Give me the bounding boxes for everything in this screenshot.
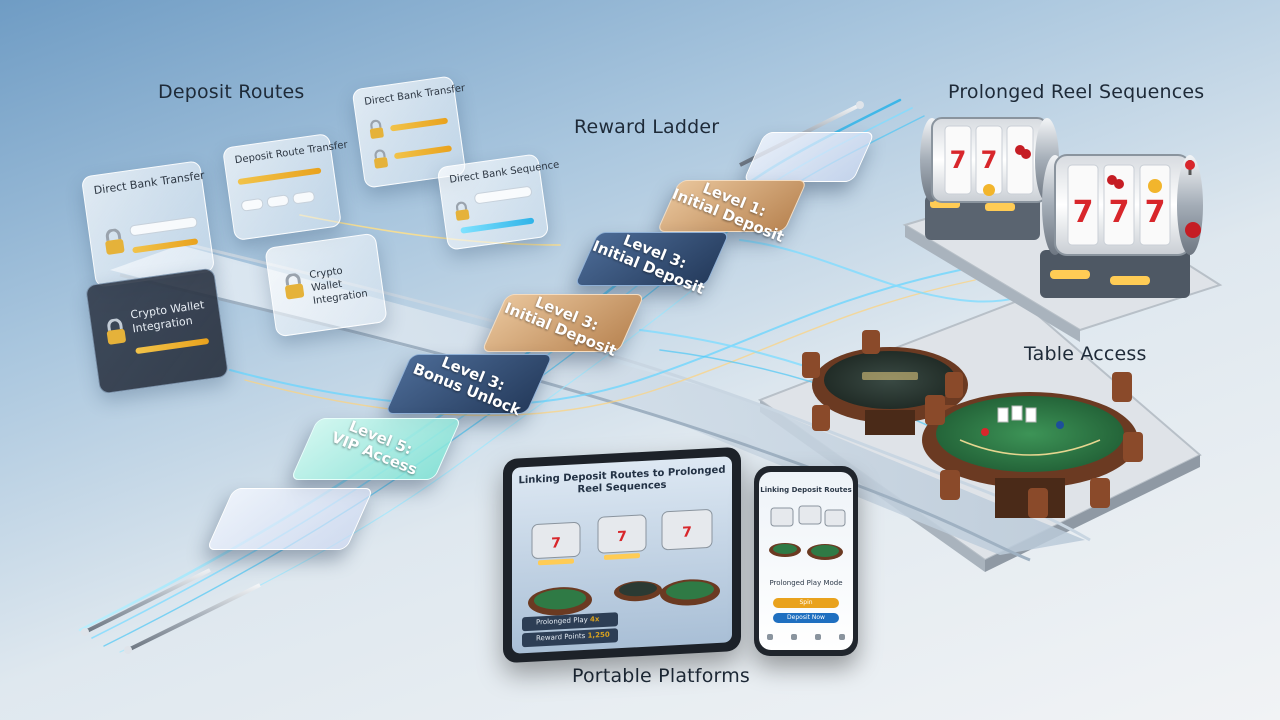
ladder-top-glass-plate — [742, 132, 876, 182]
svg-text:7: 7 — [981, 146, 998, 174]
lock-icon — [105, 228, 125, 255]
deposit-card-title: Deposit Route Transfer — [234, 139, 349, 167]
lock-icon — [285, 273, 305, 300]
phone-screen: Linking Deposit Routes Prolonged Play Mo… — [759, 472, 853, 650]
input-pill — [266, 194, 290, 209]
phone-deposit-button[interactable]: Deposit Now — [773, 613, 839, 623]
deposit-card-bank-transfer-1[interactable]: Direct Bank Transfer — [80, 160, 216, 288]
deposit-card-crypto-wallet-1[interactable]: Crypto Wallet Integration — [264, 232, 388, 338]
input-pill — [473, 185, 533, 205]
svg-text:7: 7 — [551, 535, 561, 551]
reel-symbol-2: 7 — [1109, 195, 1130, 230]
blackjack-table-green — [922, 372, 1143, 518]
input-pill — [292, 190, 316, 205]
deposit-card-bank-transfer-2[interactable]: Direct Bank Transfer — [351, 75, 467, 189]
tablet-scene-illustration: 7 7 7 — [522, 509, 720, 648]
ladder-level-4[interactable]: Level 3:Bonus Unlock — [384, 353, 554, 419]
ladder-level-3[interactable]: Level 3:Initial Deposit — [481, 293, 645, 360]
reel-symbol-3: 7 — [1145, 195, 1166, 230]
phone-device[interactable]: Linking Deposit Routes Prolonged Play Mo… — [754, 466, 858, 656]
phone-scene-illustration — [769, 505, 846, 560]
lock-icon — [455, 201, 470, 221]
reel-symbol-1: 7 — [1073, 195, 1094, 230]
section-label-deposit-routes: Deposit Routes — [158, 81, 305, 103]
home-icon[interactable] — [767, 634, 773, 640]
tablet-row-1-value: 4x — [590, 615, 600, 624]
svg-text:7: 7 — [617, 529, 627, 545]
deposit-card-title: Direct Bank Transfer — [363, 82, 466, 108]
lock-icon — [106, 318, 126, 345]
progress-bar — [237, 167, 322, 186]
section-label-reward-ladder: Reward Ladder — [574, 116, 720, 138]
phone-spin-button[interactable]: Spin — [773, 598, 839, 608]
ladder-level-1[interactable]: Level 1:Initial Deposit — [656, 179, 808, 246]
ladder-level-2[interactable]: Level 3:Initial Deposit — [573, 231, 731, 298]
progress-bar — [389, 117, 449, 132]
svg-text:7: 7 — [682, 524, 692, 540]
section-label-table-access: Table Access — [1024, 343, 1147, 365]
phone-prompt: Prolonged Play Mode — [769, 579, 843, 587]
input-pill — [240, 197, 264, 212]
deposit-card-bank-sequence[interactable]: Direct Bank Sequence — [436, 153, 560, 251]
tablet-device[interactable]: Linking Deposit Routes to Prolonged Reel… — [503, 446, 741, 664]
section-label-prolonged-reel-sequences: Prolonged Reel Sequences — [948, 81, 1205, 103]
deposit-card-title: Direct Bank Transfer — [92, 168, 206, 198]
deposit-card-title: Crypto Wallet Integration — [129, 298, 206, 336]
slot-machine-1: 7 7 — [920, 117, 1059, 240]
svg-text:7: 7 — [950, 146, 967, 174]
rewards-icon[interactable] — [815, 634, 821, 640]
deposit-card-route-transfer[interactable]: Deposit Route Transfer — [221, 132, 348, 242]
tablet-screen: Linking Deposit Routes to Prolonged Reel… — [512, 456, 732, 654]
phone-title: Linking Deposit Routes — [760, 486, 852, 494]
lock-icon — [369, 119, 384, 139]
ladder-level-5[interactable]: Level 5:VIP Access — [290, 417, 462, 480]
wallet-icon[interactable] — [791, 634, 797, 640]
deposit-card-title: Crypto Wallet Integration — [308, 265, 369, 307]
settings-icon[interactable] — [839, 634, 845, 640]
slot-machine-2: 7 7 7 — [1040, 154, 1203, 298]
phone-tab-bar — [767, 634, 845, 644]
input-pill — [129, 216, 198, 237]
progress-bar — [393, 145, 453, 160]
section-label-portable-platforms: Portable Platforms — [572, 665, 751, 687]
deposit-card-crypto-wallet-2[interactable]: Crypto Wallet Integration — [84, 267, 230, 395]
lock-icon — [374, 149, 388, 169]
tablet-row-2-value: 1,250 — [587, 630, 610, 640]
ladder-base-glass-plate — [206, 488, 374, 550]
tablet-title: Linking Deposit Routes to Prolonged Reel… — [518, 464, 726, 496]
progress-bar — [135, 337, 210, 355]
progress-bar — [132, 238, 199, 254]
